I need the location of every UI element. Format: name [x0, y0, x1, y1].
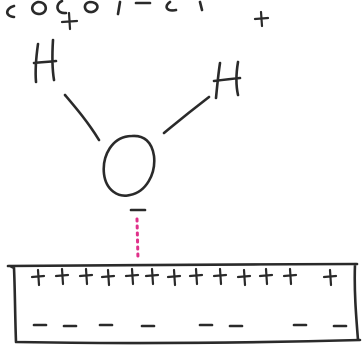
left-hydrogen-charge: [60, 11, 79, 31]
hydrogen-bond-line: [135, 217, 140, 262]
oxygen-atom: [102, 134, 156, 212]
surface-plus-charge: [236, 268, 252, 287]
left-hydrogen: [32, 11, 79, 84]
surface-plus-charge: [100, 268, 116, 287]
surface-plus-charge: [124, 267, 140, 286]
surface-plus-charge: [322, 268, 338, 287]
right-hydrogen: [212, 10, 270, 100]
surface-plus-charge: [212, 267, 228, 286]
left-oh-bond: [63, 93, 101, 142]
surface-plus-charge: [30, 268, 46, 287]
surface-positive-charges: [30, 267, 338, 287]
charged-surface: [6, 262, 362, 345]
right-hydrogen-charge: [253, 10, 270, 28]
top-partial-text: [5, 0, 204, 19]
surface-plus-charge: [188, 267, 204, 286]
surface-plus-charge: [144, 267, 160, 286]
right-hydrogen-symbol: [212, 60, 242, 100]
surface-plus-charge: [78, 267, 94, 286]
surface-plus-charge: [166, 268, 182, 287]
surface-negative-charges: [32, 323, 348, 328]
oxygen-symbol: [102, 134, 156, 197]
surface-plus-charge: [282, 267, 298, 286]
right-oh-bond: [162, 95, 211, 135]
surface-outline: [6, 262, 362, 345]
surface-plus-charge: [258, 267, 274, 286]
surface-plus-charge: [54, 267, 70, 286]
left-hydrogen-symbol: [32, 38, 58, 84]
